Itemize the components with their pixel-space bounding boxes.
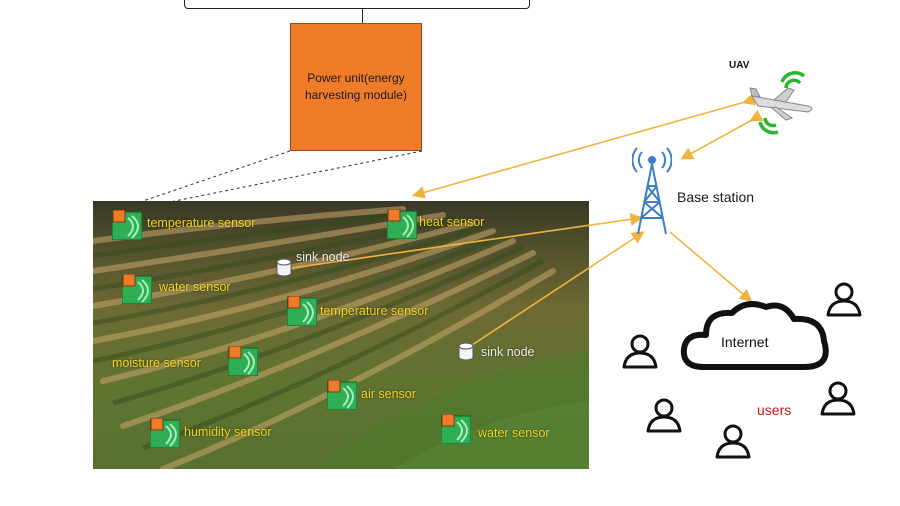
top-module-box bbox=[184, 0, 530, 9]
sensor-label: temperature sensor bbox=[147, 216, 256, 230]
sink-node-label: sink node bbox=[296, 250, 350, 264]
user-icon bbox=[646, 398, 682, 433]
sink-node-icon bbox=[458, 342, 474, 361]
user-icon bbox=[622, 334, 658, 369]
sink1-base-link bbox=[291, 213, 644, 269]
base-internet-link bbox=[669, 231, 753, 303]
sensor-label: air sensor bbox=[361, 387, 416, 401]
user-icon bbox=[826, 282, 862, 317]
base-station-label: Base station bbox=[677, 189, 755, 205]
sensor-icon bbox=[228, 346, 258, 376]
sensor-label: humidity sensor bbox=[184, 425, 272, 439]
power-unit-label: Power unit(energy harvesting module) bbox=[304, 71, 408, 102]
internet-label: Internet bbox=[721, 334, 769, 350]
dashed-line-left bbox=[139, 150, 291, 203]
sensor-label: moisture sensor bbox=[112, 356, 201, 370]
sensor-icon bbox=[112, 210, 142, 240]
users-label: users bbox=[757, 402, 792, 418]
dashed-line-right bbox=[169, 150, 423, 203]
uav-base-link bbox=[680, 109, 764, 160]
sink-node-label: sink node bbox=[481, 345, 535, 359]
connector-line bbox=[362, 8, 363, 23]
sensor-label: temperature sensor bbox=[320, 304, 429, 318]
sensor-icon bbox=[327, 380, 357, 410]
uav-label-text: UAV bbox=[729, 60, 750, 71]
sensor-icon bbox=[122, 274, 152, 304]
user-icon bbox=[820, 381, 856, 416]
cloud-icon bbox=[680, 301, 829, 370]
antenna-tower-icon bbox=[632, 147, 672, 235]
uav-field-link bbox=[411, 93, 756, 199]
sink2-base-link bbox=[471, 231, 645, 346]
sensor-label: water sensor bbox=[159, 280, 231, 294]
power-unit-box: Power unit(energy harvesting module) bbox=[290, 23, 422, 151]
sensor-icon bbox=[287, 296, 317, 326]
sensor-label: heat sensor bbox=[419, 215, 485, 229]
sensor-icon bbox=[387, 209, 417, 239]
user-icon bbox=[715, 424, 751, 459]
sensor-label: water sensor bbox=[478, 426, 550, 440]
sink-node-icon bbox=[276, 258, 292, 277]
sensor-icon bbox=[150, 418, 180, 448]
airplane-icon bbox=[749, 71, 813, 135]
sensor-icon bbox=[441, 414, 471, 444]
